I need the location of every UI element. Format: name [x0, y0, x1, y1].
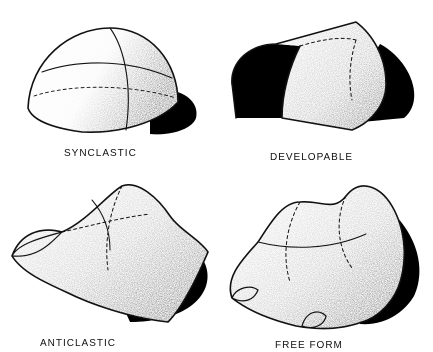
label-free-form: FREE FORM [275, 340, 343, 351]
synclastic-drawing [28, 28, 197, 134]
label-anticlastic: ANTICLASTIC [40, 338, 116, 349]
label-developable: DEVELOPABLE [270, 152, 353, 163]
developable-drawing [232, 22, 414, 130]
label-synclastic: SYNCLASTIC [64, 148, 137, 159]
anticlastic-drawing [12, 185, 208, 322]
free-form-drawing [230, 186, 419, 329]
